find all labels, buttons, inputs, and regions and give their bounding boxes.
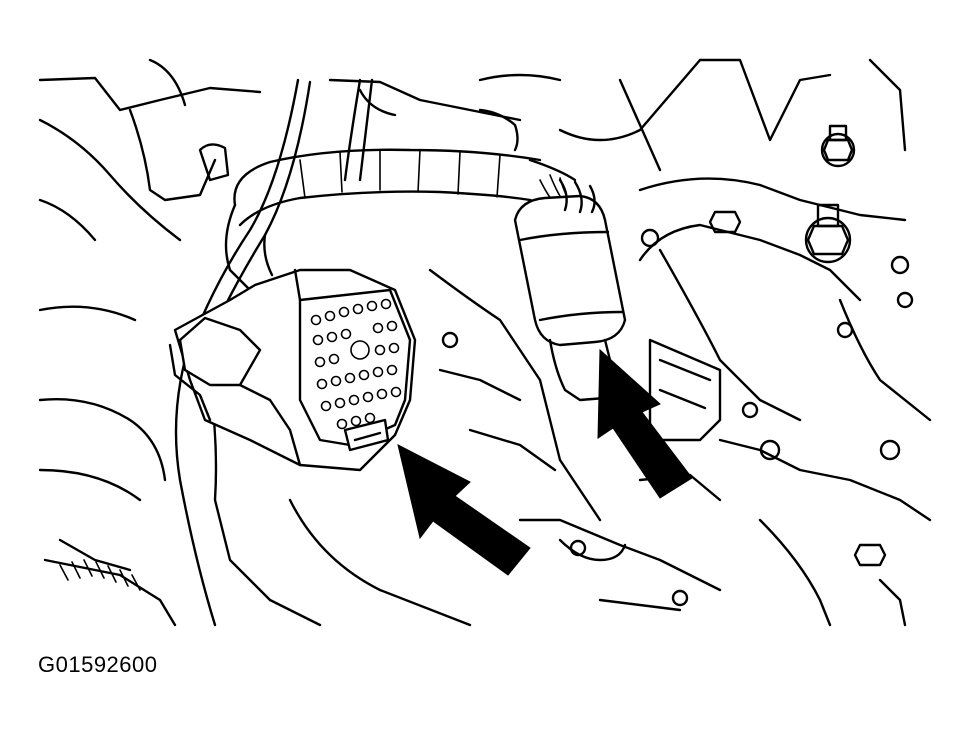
engine-background-outlines [38, 58, 932, 627]
sensor-connector [513, 178, 627, 402]
figure-code: G01592600 [38, 652, 158, 677]
arrow-to-sensor-connector [597, 348, 693, 499]
pointer-arrows [397, 348, 693, 576]
connector-location-illustration [38, 58, 932, 627]
multi-pin-connector [168, 268, 417, 472]
arrow-to-multi-pin-connector [397, 444, 531, 576]
